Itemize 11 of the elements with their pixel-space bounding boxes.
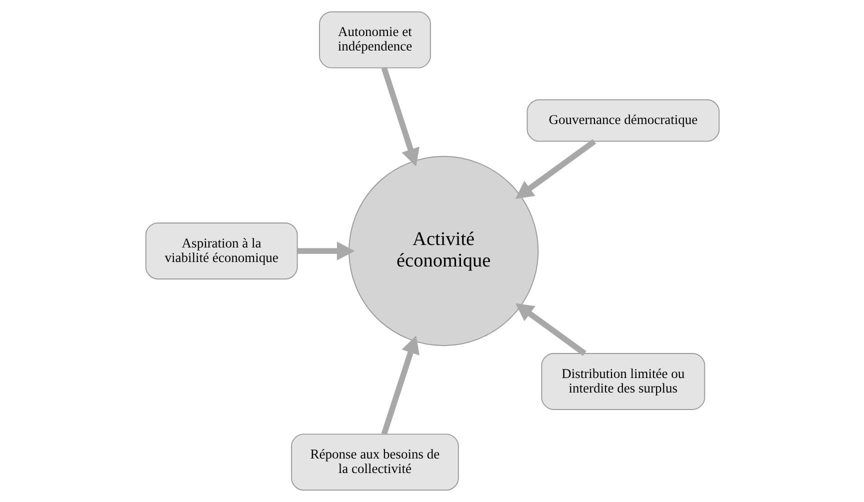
arrow (514, 303, 586, 356)
node-box: Gouvernance démocratique (526, 99, 720, 142)
node-box: Distribution limitée ou interdite des surplus (540, 353, 705, 410)
node-box: Aspiration à la viabilité économique (144, 222, 298, 280)
arrow (380, 336, 420, 435)
node-circle: Activité économique (348, 156, 538, 346)
arrow (380, 67, 420, 166)
arrow (296, 242, 354, 260)
arrow (514, 139, 596, 199)
node-box: Autonomie et indépendence (318, 11, 430, 68)
node-box: Réponse aux besoins de la collectivité (290, 434, 458, 491)
